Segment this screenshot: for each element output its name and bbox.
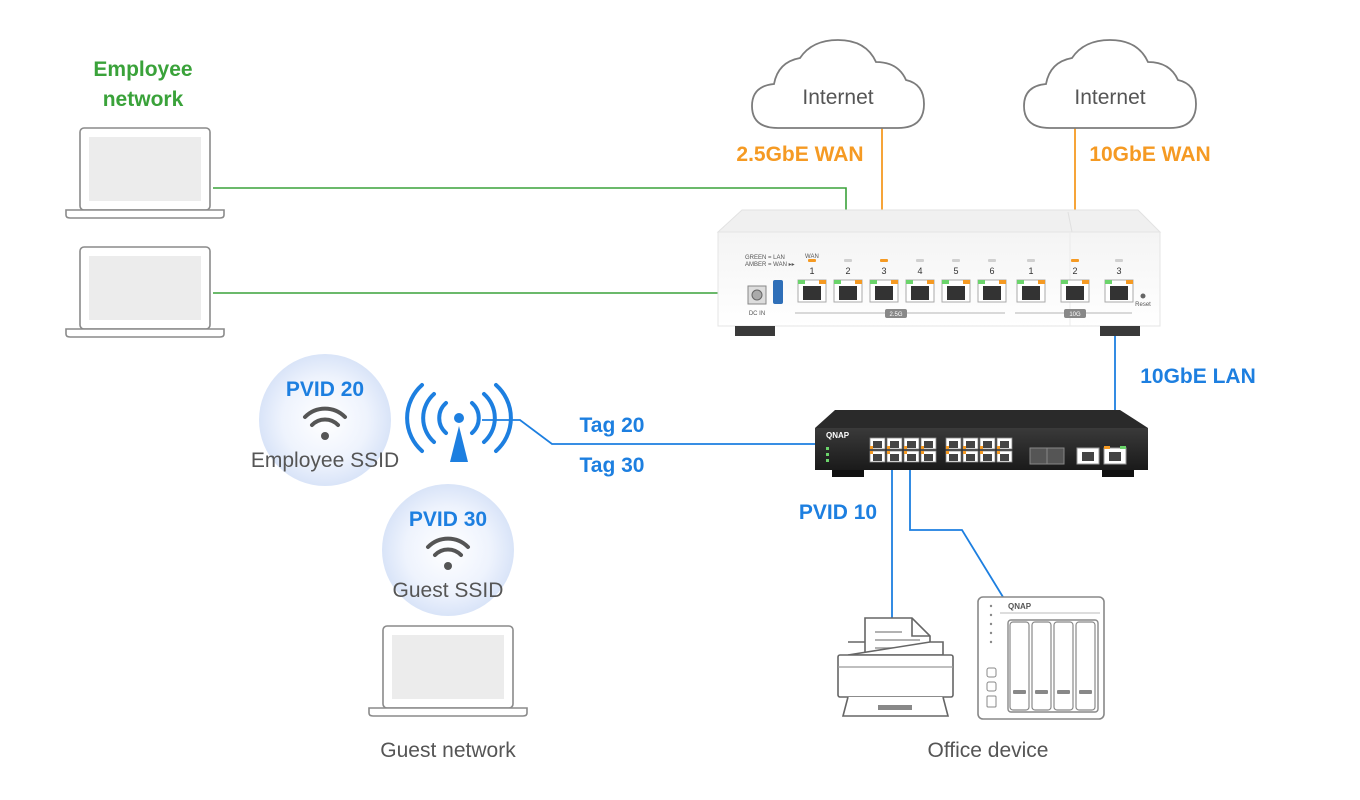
switch-brand: QNAP: [826, 431, 850, 440]
lan-10-label: 10GbE LAN: [1140, 365, 1256, 388]
ap-trunk-link: [482, 419, 878, 445]
port-2.5g-2: 2: [833, 259, 863, 303]
guest-network-group: Guest network: [368, 625, 528, 762]
switch-ports: [869, 437, 1013, 463]
port-2.5g-1: 1: [797, 259, 827, 303]
router: GREEN = LAN AMBER = WAN ▸▸ WAN DC IN 1 2 3…: [716, 209, 1162, 336]
laptop-icon: [65, 127, 225, 219]
switch: QNAP: [815, 410, 1148, 477]
access-point-icon: [405, 383, 513, 462]
svg-text:1: 1: [1028, 266, 1033, 276]
router-group-25g: 2.5G: [889, 312, 902, 318]
switch-port-9: [945, 437, 962, 450]
switch-port-7: [903, 450, 920, 463]
switch-port-1: [869, 437, 886, 450]
reset-label: Reset: [1135, 302, 1151, 308]
status-leds: [826, 447, 829, 462]
switch-port-16: [996, 450, 1013, 463]
svg-text:6: 6: [989, 266, 994, 276]
guest-network-label: Guest network: [380, 739, 516, 762]
port-2.5g-4: 4: [905, 259, 935, 303]
svg-text:DC IN: DC IN: [749, 311, 765, 317]
switch-port-5: [869, 450, 886, 463]
ethernet-port: [1076, 447, 1100, 465]
internet-cloud-2: Internet: [1023, 39, 1197, 129]
switch-port-6: [886, 450, 903, 463]
reset-button: [1140, 293, 1146, 299]
svg-text:1: 1: [809, 266, 814, 276]
router-group-10g: 10G: [1069, 312, 1081, 318]
office-device-group: QNAP: [837, 596, 1105, 762]
dc-in-port: DC IN: [747, 285, 767, 317]
sfp-ports: [1029, 447, 1065, 465]
printer-icon: [837, 617, 954, 717]
svg-text:3: 3: [1116, 266, 1121, 276]
switch-port-12: [996, 437, 1013, 450]
ports-2.5g: 1 2 3 4 5 6: [797, 259, 1007, 303]
internet-cloud-1: Internet: [751, 39, 925, 129]
wifi-icon: [426, 536, 470, 570]
router-wan-mark: WAN: [805, 254, 819, 260]
ethernet-port: [1103, 446, 1127, 465]
guest-ssid-label: Guest SSID: [393, 579, 504, 602]
port-2.5g-3: 3: [869, 259, 899, 303]
cloud-icon: [1023, 39, 1197, 129]
pvid20-label: PVID 20: [286, 378, 364, 401]
svg-text:5: 5: [953, 266, 958, 276]
tag20-label: Tag 20: [580, 414, 645, 437]
port-10g-3: 3: [1104, 259, 1134, 303]
port-2.5g-6: 6: [977, 259, 1007, 303]
internet-label: Internet: [802, 86, 873, 109]
pvid30-label: PVID 30: [409, 508, 487, 531]
ports-10g: 1 2 3: [1016, 259, 1134, 303]
employee-ssid-label: Employee SSID: [251, 449, 399, 472]
svg-text:2: 2: [1072, 266, 1077, 276]
nas-link: [909, 463, 1004, 598]
nas-icon: QNAP: [977, 596, 1105, 720]
laptop-icon: [65, 246, 225, 338]
usb-port: [773, 280, 783, 304]
employee-network-label-line1: Employee: [93, 58, 192, 81]
switch-port-11: [979, 437, 996, 450]
wan-25-label: 2.5GbE WAN: [736, 143, 863, 166]
wan-10-label: 10GbE WAN: [1089, 143, 1210, 166]
tag30-label: Tag 30: [580, 454, 645, 477]
switch-port-3: [903, 437, 920, 450]
employee-network-group: Employee network: [65, 58, 225, 338]
switch-port-13: [945, 450, 962, 463]
switch-port-4: [920, 437, 937, 450]
router-legend-green: GREEN = LAN: [745, 255, 785, 261]
switch-port-10: [962, 437, 979, 450]
office-device-label: Office device: [927, 739, 1048, 762]
svg-text:4: 4: [917, 266, 922, 276]
svg-text:3: 3: [881, 266, 886, 276]
laptop-icon: [368, 625, 528, 717]
port-10g-2: 2: [1060, 259, 1090, 303]
internet-label: Internet: [1074, 86, 1145, 109]
switch-port-2: [886, 437, 903, 450]
switch-port-8: [920, 450, 937, 463]
nas-brand: QNAP: [1008, 602, 1032, 611]
employee-network-label-line2: network: [103, 88, 184, 111]
switch-port-14: [962, 450, 979, 463]
port-10g-1: 1: [1016, 259, 1046, 303]
router-legend-amber: AMBER = WAN ▸▸: [745, 262, 795, 268]
guest-ssid-group: PVID 30 Guest SSID: [382, 484, 514, 616]
cloud-icon: [751, 39, 925, 129]
wifi-icon: [303, 406, 347, 440]
employee-ssid-group: PVID 20 Employee SSID: [251, 354, 399, 486]
port-2.5g-5: 5: [941, 259, 971, 303]
svg-text:2: 2: [845, 266, 850, 276]
pvid10-label: PVID 10: [799, 501, 877, 524]
switch-port-15: [979, 450, 996, 463]
